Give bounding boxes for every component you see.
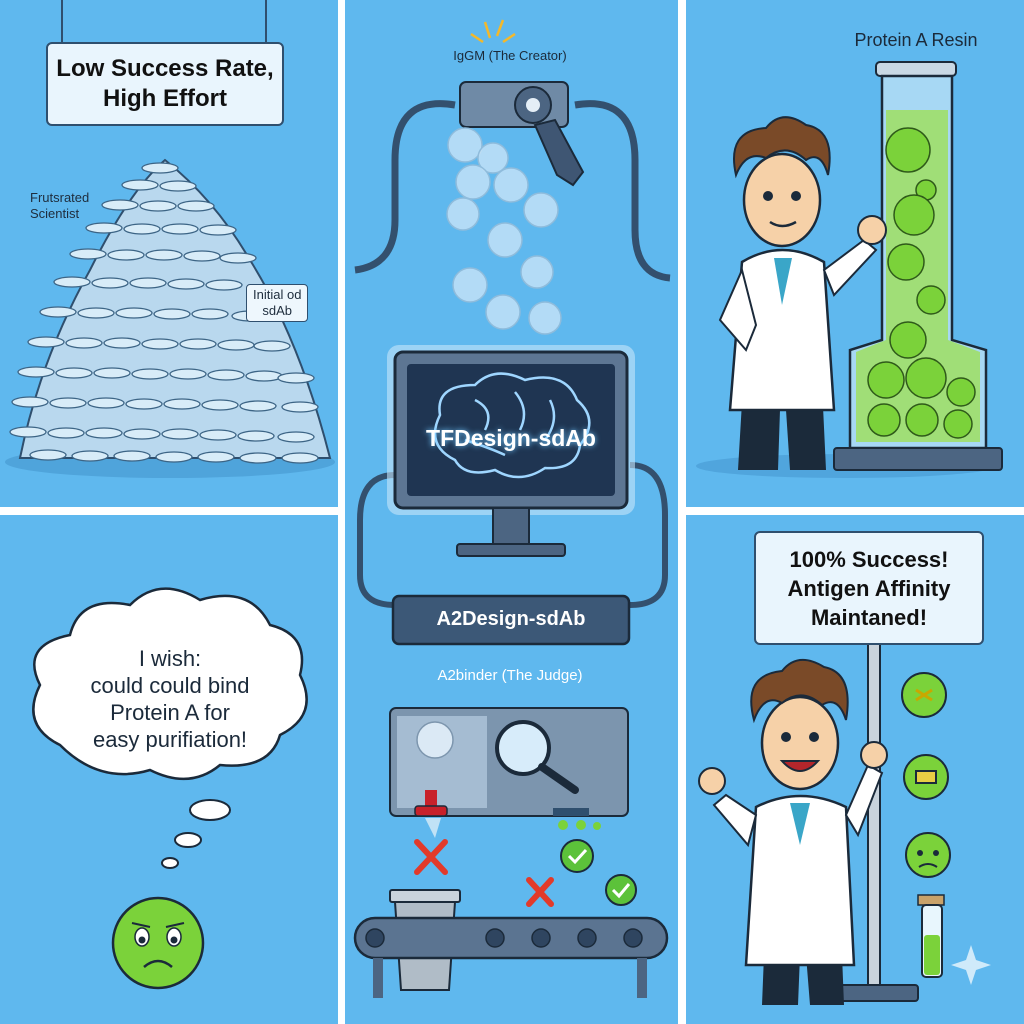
thought-cloud xyxy=(32,587,308,781)
wish-text: I wish: could could bind Protein A for e… xyxy=(90,646,250,752)
tfdesign-screen-label: TFDesign-sdAb xyxy=(426,425,596,451)
sign-line-2: High Effort xyxy=(103,85,227,112)
wish-illustration xyxy=(32,587,308,990)
cheering-scientist xyxy=(698,659,888,1005)
spark-icon xyxy=(470,19,516,44)
resin-column-illustration xyxy=(696,61,1003,478)
frustrated-scientist-label: Frutsrated Scientist xyxy=(30,190,90,221)
success-line-2: Antigen Affinity xyxy=(787,575,951,601)
panel-success: 100% Success! Antigen Affinity Maintaned… xyxy=(686,515,1024,1024)
success-illustration xyxy=(698,642,991,1005)
fail-x-icon xyxy=(414,839,554,907)
nozzle-icon xyxy=(533,118,585,187)
vial-icon xyxy=(917,894,945,978)
green-molecules xyxy=(867,127,976,439)
panel-pipeline: IgGM (The Creator) TFDesign-sdAb A2Desig… xyxy=(345,0,678,1024)
lab-coat xyxy=(728,248,836,412)
brain-icon xyxy=(433,372,591,479)
success-line-3: Maintaned! xyxy=(810,604,928,630)
magnifier-icon xyxy=(495,720,579,794)
panel-low-success: Low Success Rate, High Effort Frutsrated… xyxy=(0,0,338,507)
happy-scientist xyxy=(718,116,887,470)
success-line-1: 100% Success! xyxy=(789,546,949,572)
a2design-banner-label: A2Design-sdAb xyxy=(436,608,586,630)
judge-label: A2binder (The Judge) xyxy=(437,667,583,684)
pass-check-icon xyxy=(560,839,637,906)
success-molecules xyxy=(901,672,951,878)
sparkle-icon xyxy=(951,945,991,985)
low-success-sign: Low Success Rate, High Effort xyxy=(46,42,284,126)
success-sign: 100% Success! Antigen Affinity Maintaned… xyxy=(754,531,984,645)
pipeline-illustration xyxy=(353,19,671,998)
panel-protein-a-resin: Protein A Resin xyxy=(686,0,1024,507)
stamp-icon xyxy=(414,790,448,817)
sign-line-1: Low Success Rate, xyxy=(56,55,274,82)
sign-pole xyxy=(867,642,881,994)
panel-wish: I wish: could could bind Protein A for e… xyxy=(0,515,338,1024)
protein-a-resin-label: Protein A Resin xyxy=(854,30,978,50)
sdab-plates xyxy=(9,162,319,464)
a2design-banner xyxy=(391,594,631,646)
creator-label: IgGM (The Creator) xyxy=(453,48,567,63)
initial-sdab-label: Initial od sdAb xyxy=(246,284,309,322)
sad-sdab-icon xyxy=(111,896,205,990)
conveyor-belt xyxy=(353,916,669,960)
coin-pile-illustration xyxy=(5,0,335,478)
bubble-molecules xyxy=(446,127,562,335)
